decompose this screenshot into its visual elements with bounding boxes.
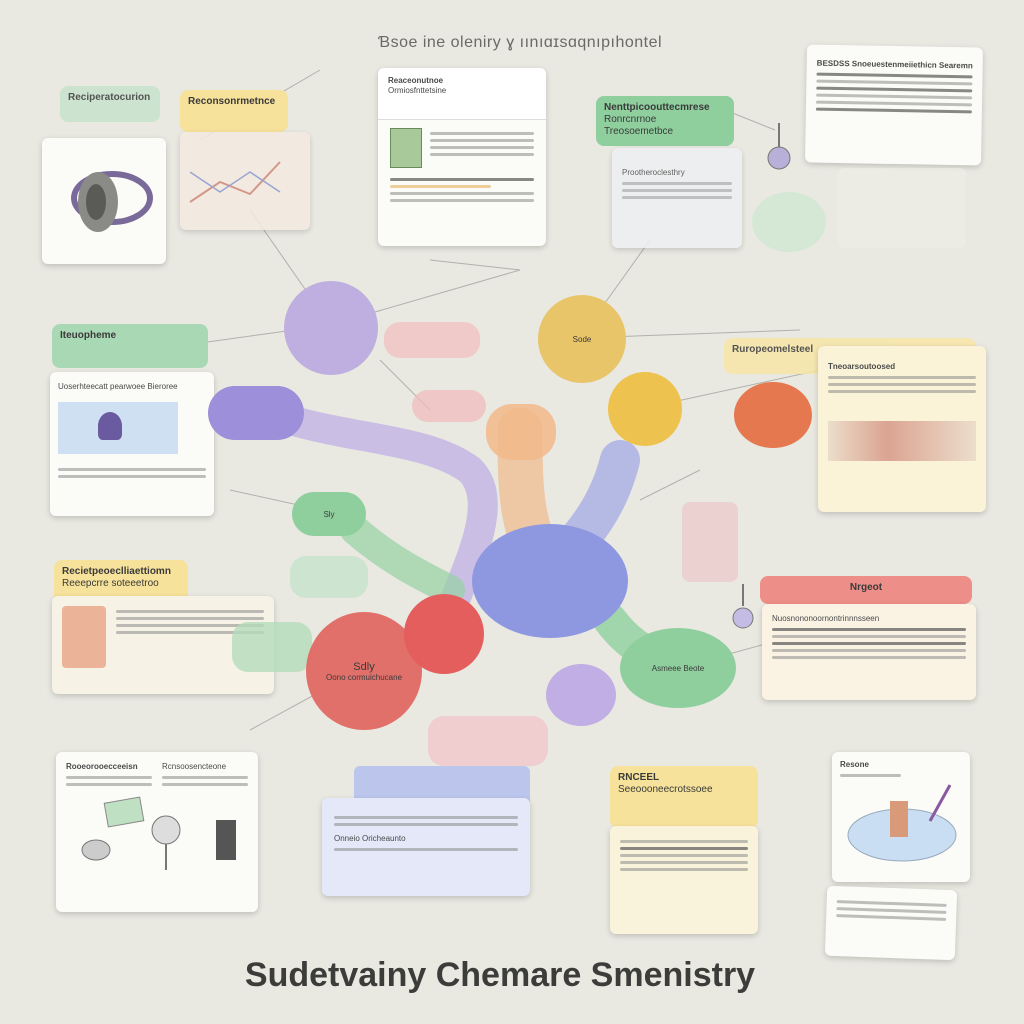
- pendant-icon: [732, 584, 754, 629]
- top-middle-card-subtitle: Ormiosfnttetsine: [388, 86, 447, 95]
- bottom-yellow-tab: RNCEEL Seeoooneecrotssoee: [610, 766, 758, 828]
- red-middle-node: [404, 594, 484, 674]
- gold-node-small: [608, 372, 682, 446]
- red-left-node: Sdly Oono cormuichucane: [306, 612, 422, 730]
- green-left-pill-low: [232, 622, 312, 672]
- pink-label-right: [682, 502, 738, 582]
- line-graph-icon: [189, 161, 281, 203]
- blue-center-node: [472, 524, 628, 638]
- flask-icon: [767, 123, 791, 170]
- dish-icon: [847, 784, 957, 862]
- faint-green-blob: [752, 192, 826, 252]
- gold-node: Sode: [538, 295, 626, 383]
- header-title: Ɓsoe ine oleniry ɣ ıınıɑɪsɑqnıpıhontel: [377, 34, 663, 51]
- top-middle-card-title: Reaceonutnoe: [388, 76, 444, 85]
- top-green-panel: Prootheroclesthry: [612, 148, 742, 248]
- purple-mid-node: [208, 386, 304, 440]
- bottom-left-card: Rooeorooecceeisn Rcnsoosencteone: [56, 752, 258, 912]
- orange-center-node: [486, 404, 556, 460]
- bottom-yellow-card: [610, 826, 758, 934]
- document-thumbnail-icon: [390, 128, 422, 168]
- faint-green-pill: [290, 556, 368, 598]
- purple-small-node: [546, 664, 616, 726]
- footer-title: Sudetvainy Chemare Smenistry: [244, 956, 756, 994]
- right-red-tab: Nrgeot: [760, 576, 972, 604]
- faint-right-panel: [838, 168, 966, 248]
- green-left-node: Sly: [292, 492, 366, 536]
- right-yellow-card: Tneoarsoutoosed: [818, 346, 986, 512]
- bottom-right-small-card: [824, 885, 958, 961]
- top-middle-card: Reaceonutnoe Ormiosfnttetsine: [378, 68, 546, 246]
- ring-image-card: [42, 138, 166, 264]
- lab-apparatus-icon: [81, 796, 236, 870]
- left-green-tab: Iteuopheme: [52, 324, 208, 368]
- bottom-right-card: Resone: [832, 752, 970, 882]
- purple-top-node: [284, 281, 378, 375]
- left-screen-card: Uoserhteecatt pearwoee Bieroree: [50, 372, 214, 516]
- pink-label-low: [428, 716, 548, 766]
- right-red-card: Nuosnononoornontrinnnsseen: [762, 604, 976, 700]
- ring-icon: [71, 171, 153, 232]
- blue-folder: Onneio Oricheaunto: [322, 798, 530, 896]
- green-ribbon: [340, 515, 465, 605]
- pink-label-top: [384, 322, 480, 358]
- orange-right-node: [734, 382, 812, 448]
- top-green-tab: Nenttpicoouttecmrese Ronrcnrnoe Treosoem…: [596, 96, 734, 146]
- top-left-green-tab: Reciperatocurion: [60, 86, 160, 122]
- purple-ribbon: [275, 405, 498, 615]
- green-right-node: Asmeee Beote: [620, 628, 736, 708]
- top-left-yellow-tab: Reconsonrmetnce: [180, 90, 288, 132]
- top-left-chart-card: [180, 132, 310, 230]
- screen-image-icon: [58, 402, 178, 454]
- lab-equipment-icon: [828, 421, 976, 461]
- pink-label-mid: [412, 390, 486, 422]
- top-right-document: BESDSS Snoeuestenmeiiethicn Searemnecer: [804, 44, 984, 166]
- beaker-icon: [62, 606, 106, 668]
